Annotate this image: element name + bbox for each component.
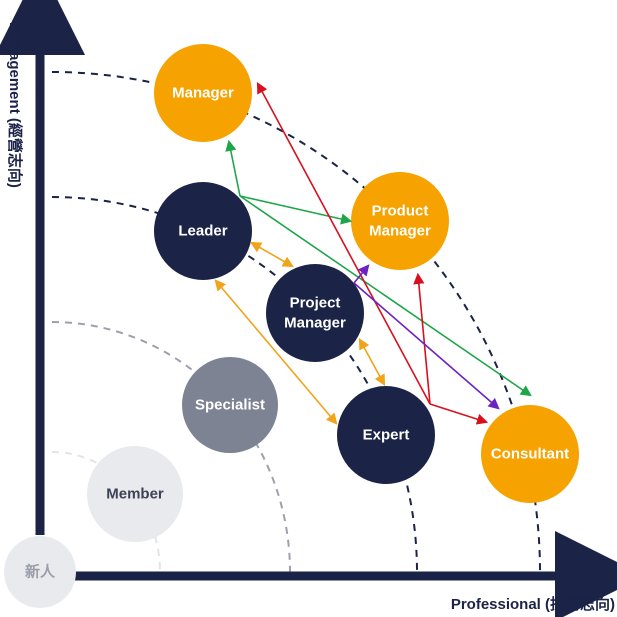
node-specialist[interactable]: Specialist <box>182 357 278 453</box>
arrow-purple-to-consultant <box>353 282 500 410</box>
node-leader[interactable]: Leader <box>154 182 252 280</box>
node-project-manager[interactable]: Project Manager <box>266 264 364 362</box>
y-axis-label: Management (經營志向) <box>6 22 24 188</box>
transition-arrows <box>214 82 532 425</box>
arrow-amber-project-manager-expert <box>358 338 386 386</box>
node-expert[interactable]: Expert <box>337 386 435 484</box>
node-consultant-label: Consultant <box>491 446 569 463</box>
node-product-manager-label-line2: Manager <box>369 223 431 240</box>
node-member-label: Member <box>106 486 164 503</box>
arrow-amber-leader-project-manager <box>250 241 294 268</box>
node-member[interactable]: Member <box>87 446 183 542</box>
node-product-manager[interactable]: Product Manager <box>351 172 449 270</box>
node-expert-label: Expert <box>363 427 410 444</box>
node-consultant[interactable]: Consultant <box>481 405 579 503</box>
node-specialist-label: Specialist <box>195 397 265 414</box>
arrow-amber-leader-expert <box>214 279 338 425</box>
arrow-purple-to-product-manager <box>353 264 370 284</box>
arrow-red-to-consultant <box>429 403 489 425</box>
node-project-manager-label-line2: Manager <box>284 315 346 332</box>
node-origin[interactable]: 新人 <box>4 536 76 608</box>
level-arc-2 <box>51 321 291 573</box>
node-leader-label: Leader <box>178 223 227 240</box>
node-origin-label: 新人 <box>25 563 56 581</box>
arrow-red-to-product-manager <box>413 272 431 405</box>
arrow-green-to-product-manager <box>239 195 353 225</box>
node-manager[interactable]: Manager <box>154 44 252 142</box>
nodes: 新人 Member Specialist Leader Project Mana… <box>4 44 579 608</box>
node-product-manager-label-line1: Product <box>372 203 429 220</box>
arrow-green-to-manager <box>225 139 241 197</box>
node-project-manager-label-line1: Project <box>290 295 341 312</box>
x-axis-label: Professional (技術志向) <box>451 595 615 613</box>
arrow-green-to-consultant <box>239 195 532 397</box>
arrow-red-to-manager <box>256 82 431 405</box>
node-manager-label: Manager <box>172 85 234 102</box>
